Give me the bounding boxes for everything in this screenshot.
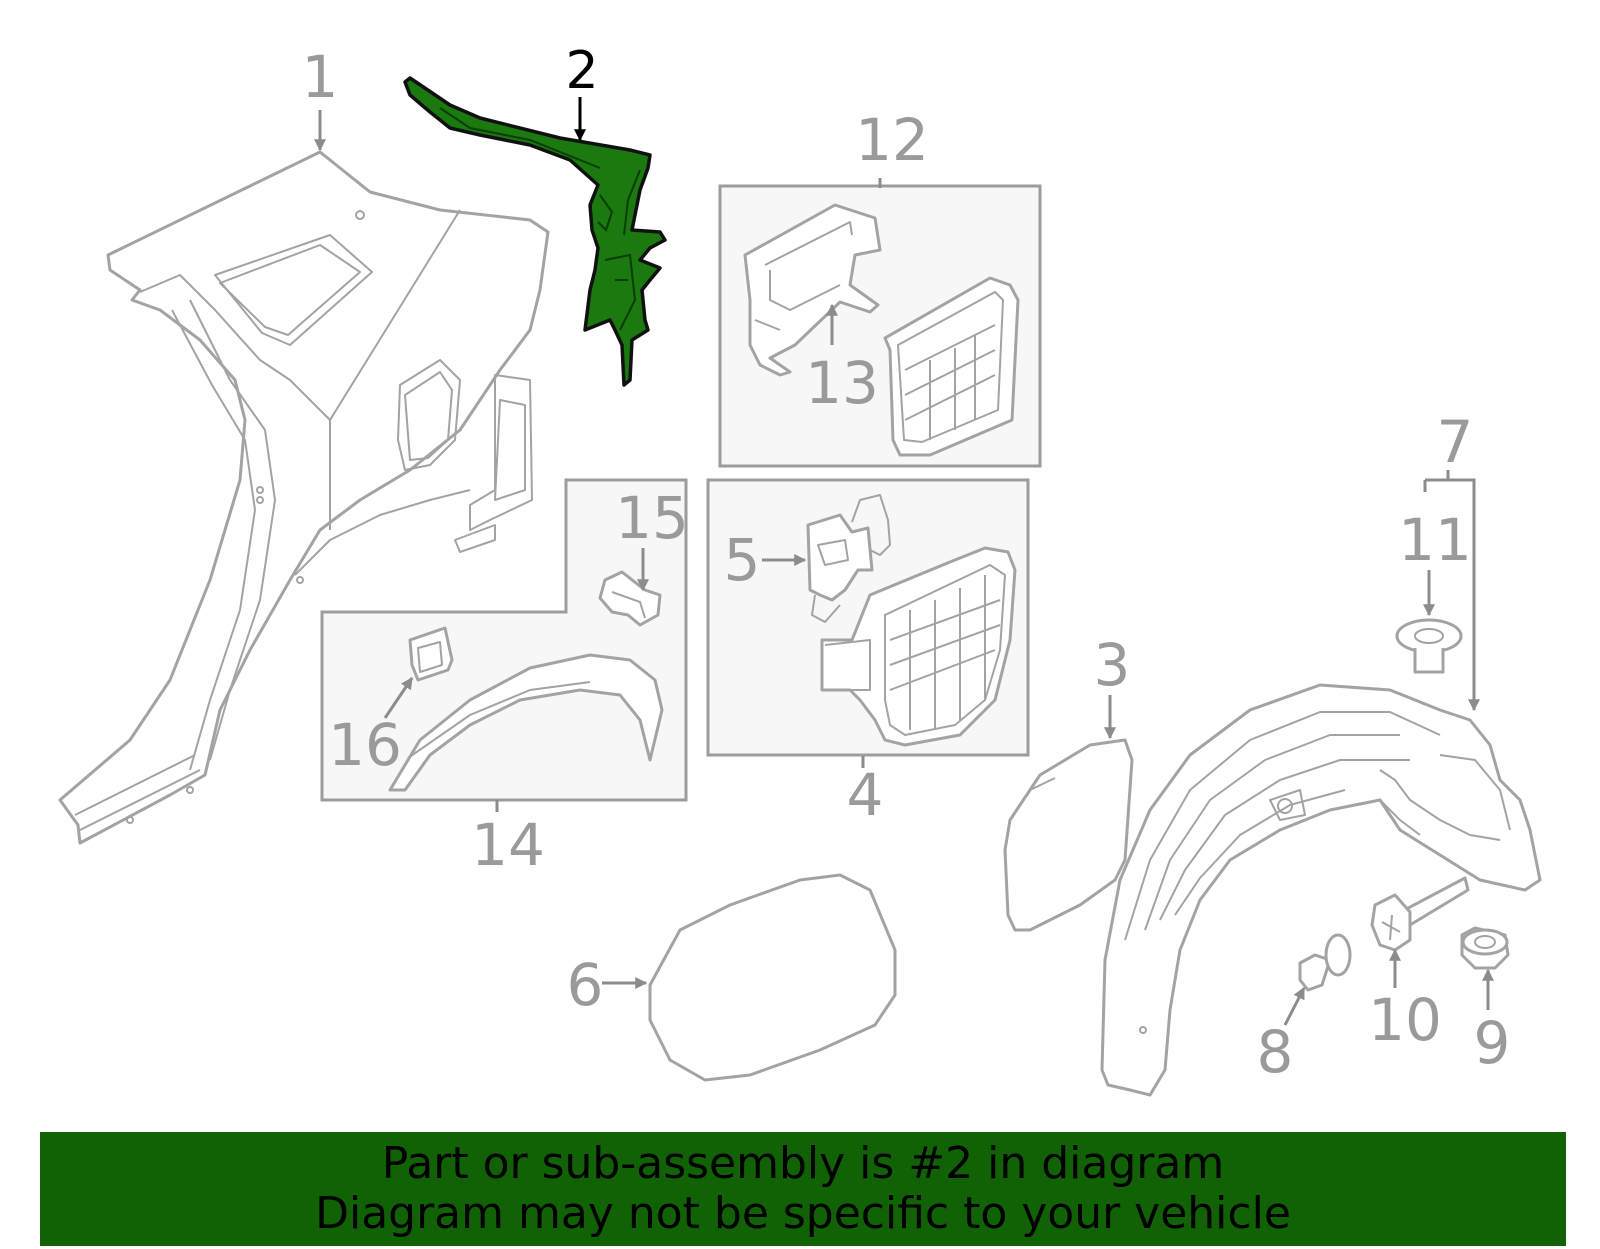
part-2-highlighted-reinforcement: [403, 76, 667, 387]
part-10-screw: [1370, 876, 1470, 952]
callout-11: 11: [1398, 506, 1472, 574]
info-banner: Part or sub-assembly is #2 in diagram Di…: [40, 1132, 1566, 1246]
callout-8: 8: [1257, 1018, 1294, 1086]
callout-13: 13: [805, 349, 879, 417]
group-box-12: [718, 184, 1042, 468]
callout-1: 1: [302, 43, 339, 111]
callout-12: 12: [855, 106, 929, 174]
part-3-panel: [1003, 738, 1134, 932]
callout-15: 15: [615, 484, 689, 552]
part-6-fuel-door: [648, 873, 897, 1082]
banner-line-part: Part or sub-assembly is #2 in diagram: [381, 1138, 1225, 1189]
part-8-clip: [1298, 933, 1352, 992]
callout-16: 16: [328, 711, 402, 779]
banner-line-disclaimer: Diagram may not be specific to your vehi…: [315, 1188, 1291, 1239]
callout-3: 3: [1094, 631, 1131, 699]
callout-5: 5: [724, 526, 761, 594]
group-box-4: [706, 478, 1030, 757]
part-9-nut: [1460, 926, 1510, 970]
callout-4: 4: [847, 761, 884, 829]
part-1-quarter-panel: [58, 150, 550, 845]
part-11-grommet: [1395, 618, 1463, 674]
callout-6: 6: [567, 951, 604, 1019]
callout-10: 10: [1368, 986, 1442, 1054]
callout-9: 9: [1474, 1009, 1511, 1077]
part-7-wheel-liner: [1100, 683, 1542, 1097]
callout-2: 2: [565, 41, 598, 101]
callout-14: 14: [471, 811, 545, 879]
leader-lines: [314, 97, 1494, 1026]
group-box-14: [320, 478, 688, 802]
callout-7: 7: [1437, 408, 1474, 476]
